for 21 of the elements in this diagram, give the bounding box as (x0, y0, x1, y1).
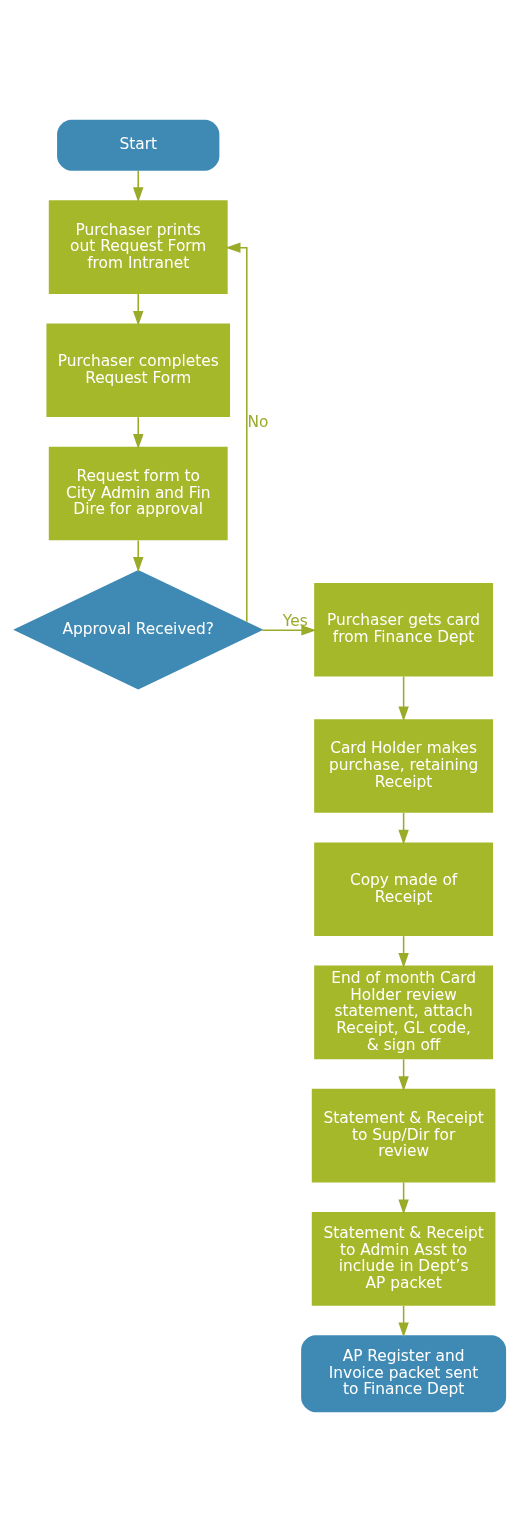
arrow (225, 242, 248, 623)
node-box: Statement & Receipt to Sup/Dir for review (311, 1088, 496, 1183)
node-box: End of month Card Holder review statement, attach Receipt, GL code, & sign off (314, 965, 494, 1060)
arrow (261, 625, 317, 636)
arrow (133, 170, 144, 203)
arrow (133, 293, 144, 326)
arrow (398, 675, 409, 722)
node-box: Purchaser prints out Request Form from Intranet (48, 200, 228, 294)
arrow (133, 539, 144, 572)
node-box: Statement & Receipt to Admin Asst to include in Dept’s AP packet (311, 1212, 496, 1306)
node-box: Purchaser completes Request Form (46, 323, 231, 418)
node-diamond: Approval Received? (13, 569, 264, 690)
node-box: Card Holder makes purchase, retaining Receipt (314, 719, 494, 813)
node-box: Purchaser gets card from Finance Dept (314, 582, 494, 677)
node-box: Request form to City Admin and Fin Dire for approval (48, 446, 228, 541)
arrow (133, 416, 144, 450)
node-box: Start (57, 119, 220, 171)
edge-label: No (247, 412, 269, 431)
node-box: Copy made of Receipt (314, 842, 494, 936)
node-box: AP Register and Invoice packet sent to Finance Dept (301, 1335, 507, 1413)
edge-label: Yes (282, 612, 308, 631)
